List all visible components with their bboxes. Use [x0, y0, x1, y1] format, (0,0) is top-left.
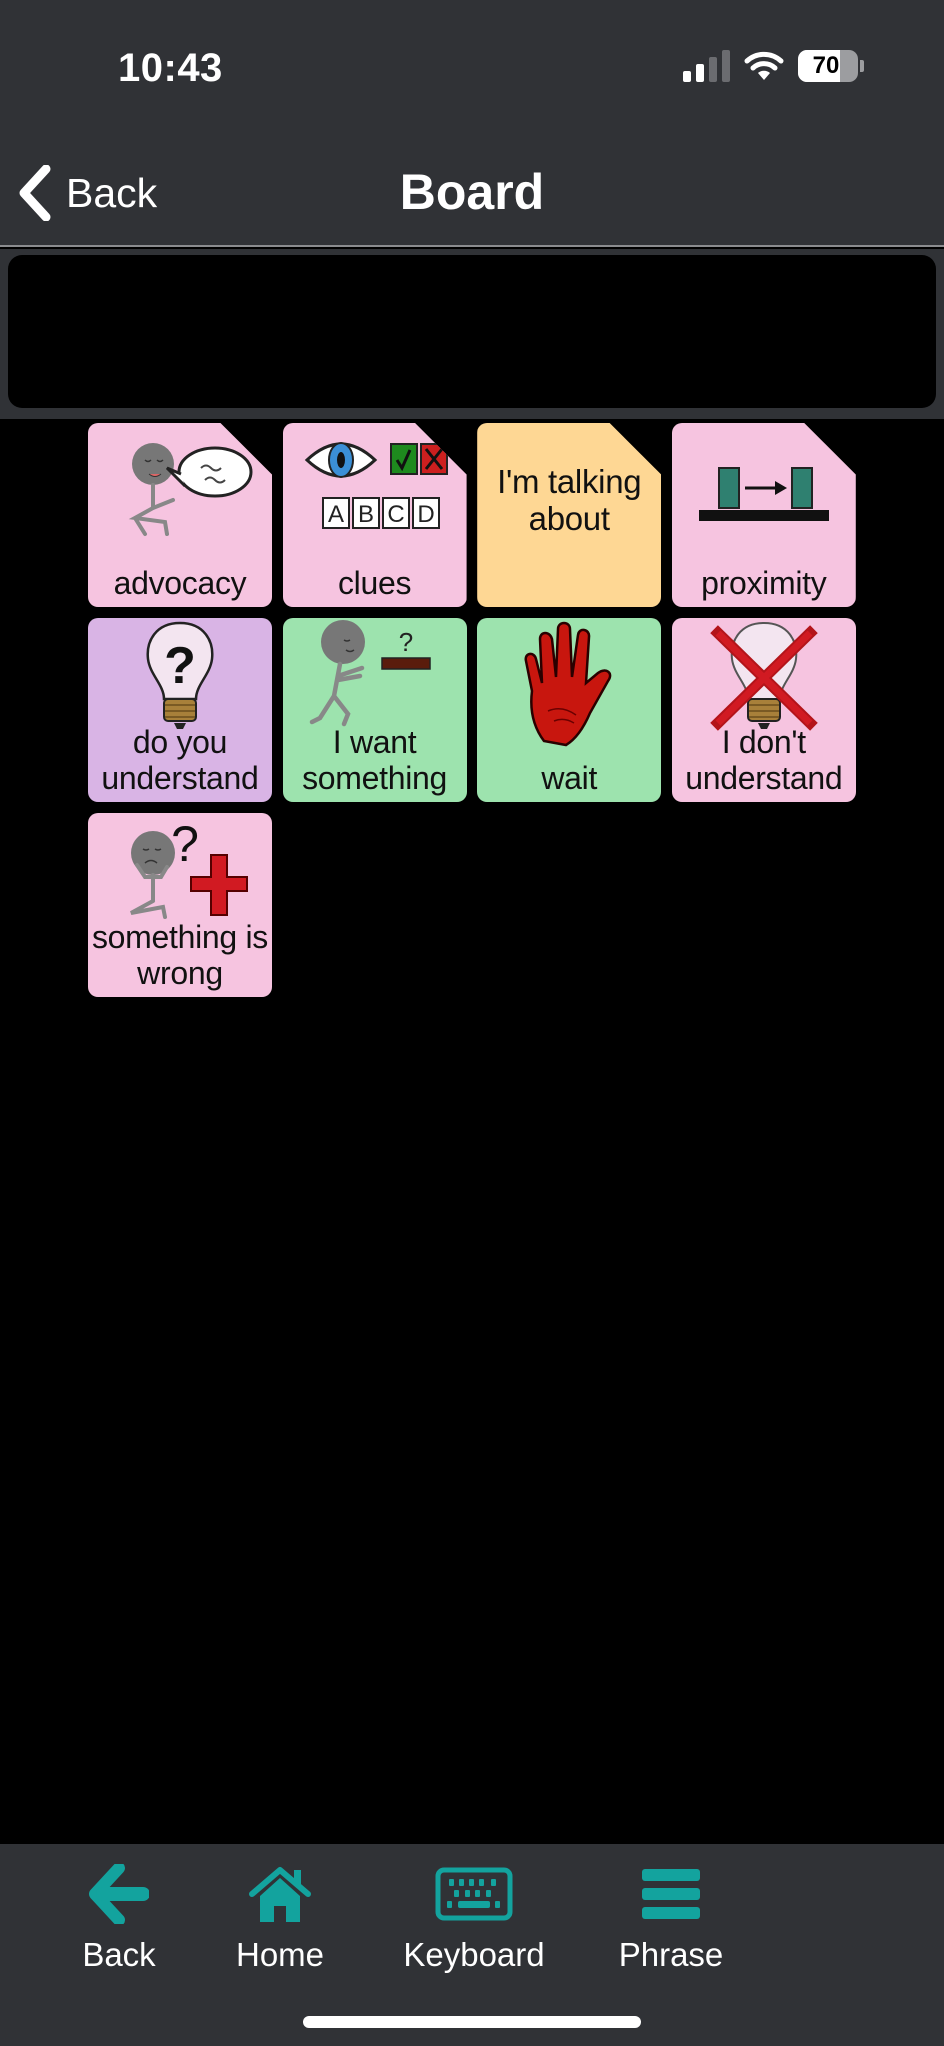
- board-grid: advocacy A B C D clues I'm: [88, 423, 856, 997]
- chevron-left-icon: [19, 165, 51, 221]
- toolbar-home-button[interactable]: Home: [230, 1862, 330, 1974]
- tile-label: clues: [337, 565, 412, 601]
- tile-proximity[interactable]: proximity: [671, 423, 856, 607]
- arrow-left-icon: [89, 1862, 149, 1926]
- menu-lines-icon: [641, 1862, 701, 1926]
- toolbar-phrase-button[interactable]: Phrase: [616, 1862, 726, 1974]
- person-reaching-icon: ?: [283, 618, 467, 730]
- nav-back-button[interactable]: Back: [16, 165, 157, 221]
- toolbar-back-button[interactable]: Back: [82, 1862, 156, 1974]
- tile-label: something is wrong: [91, 919, 269, 991]
- toolbar-keyboard-label: Keyboard: [403, 1936, 545, 1973]
- tile-wait[interactable]: wait: [477, 618, 662, 802]
- tile-something-is-wrong[interactable]: ? something is wrong: [88, 813, 272, 997]
- tile-do-you-understand[interactable]: ? do you understand: [88, 618, 272, 802]
- tile-i-dont-understand[interactable]: I don't understand: [671, 618, 856, 802]
- home-indicator[interactable]: [303, 2016, 641, 2028]
- home-icon: [248, 1862, 312, 1926]
- lightbulb-crossed-icon: [672, 620, 856, 731]
- red-hand-stop-icon: [477, 621, 661, 752]
- tile-label: I don't understand: [685, 724, 843, 796]
- person-question-red-cross-icon: ?: [88, 817, 272, 927]
- top-bar: 10:43 70 Back Board: [0, 0, 944, 247]
- tile-label: I'm talking about: [497, 463, 642, 537]
- tile-advocacy[interactable]: advocacy: [88, 423, 272, 607]
- page-title: Board: [399, 164, 545, 220]
- svg-text:?: ?: [398, 627, 412, 657]
- keyboard-icon: [435, 1862, 513, 1926]
- tile-label: do you understand: [101, 724, 259, 796]
- status-icons: 70: [683, 50, 864, 82]
- svg-text:C: C: [387, 501, 404, 528]
- svg-text:B: B: [358, 501, 374, 528]
- toolbar-back-label: Back: [82, 1936, 156, 1973]
- person-speech-bubble-icon: [88, 429, 272, 541]
- message-area: [0, 249, 944, 419]
- battery-icon: 70: [798, 50, 858, 82]
- nav-back-label: Back: [66, 169, 158, 216]
- battery-nub: [860, 60, 864, 72]
- wifi-icon: [744, 51, 784, 80]
- toolbar-phrase-label: Phrase: [618, 1936, 724, 1973]
- svg-text:D: D: [417, 501, 434, 528]
- status-time: 10:43: [118, 46, 223, 90]
- svg-text:?: ?: [164, 637, 196, 695]
- tile-im-talking-about[interactable]: I'm talking about: [477, 423, 662, 607]
- proximity-blocks-icon: [672, 429, 856, 541]
- message-bar[interactable]: [8, 255, 936, 408]
- svg-text:A: A: [328, 501, 344, 528]
- svg-text:?: ?: [171, 817, 199, 872]
- toolbar-home-label: Home: [235, 1936, 325, 1973]
- battery-percent: 70: [812, 52, 840, 79]
- cellular-signal-icon: [683, 50, 730, 82]
- lightbulb-question-icon: ?: [88, 620, 272, 730]
- tile-label: I want something: [302, 724, 448, 796]
- tile-label: proximity: [701, 565, 827, 601]
- tile-label: advocacy: [113, 565, 247, 601]
- eye-abcd-choices-icon: A B C D: [283, 429, 467, 541]
- tile-i-want-something[interactable]: ? I want something: [282, 618, 467, 802]
- tile-clues[interactable]: A B C D clues: [282, 423, 467, 607]
- tile-label: wait: [541, 760, 598, 796]
- toolbar-keyboard-button[interactable]: Keyboard: [396, 1862, 552, 1974]
- bottom-toolbar: Back Home Keyboard: [0, 1844, 944, 2046]
